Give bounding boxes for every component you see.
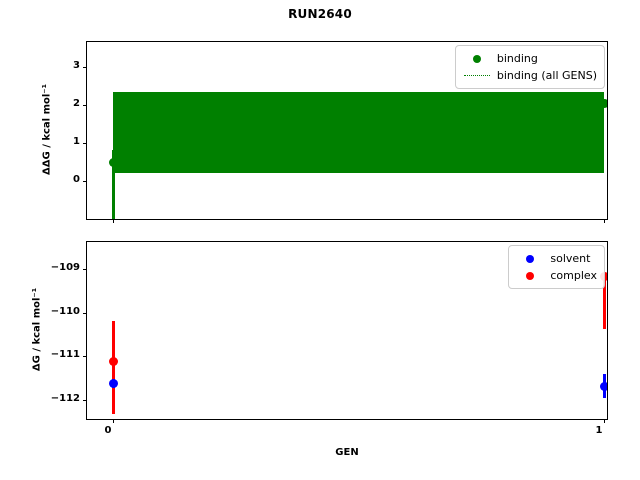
complex-errorbar-gen1: [602, 273, 606, 329]
solvent-point-gen1: [599, 381, 607, 391]
top-xtick-0: [113, 219, 114, 223]
binding-errorbar-gen0: [111, 150, 115, 219]
bottom-ytick-109: [83, 269, 87, 270]
bottom-xtick-0: [113, 419, 114, 423]
axes-top-panel: binding binding (all GENS): [83, 41, 608, 223]
bottom-panel-legend: solvent complex: [508, 245, 605, 289]
binding-all-gens-band: [113, 91, 604, 174]
bottom-xtick-1: [604, 419, 605, 423]
legend-solvent-label: solvent: [550, 252, 591, 265]
top-xtick-1: [604, 219, 605, 223]
top-ytick-2: [83, 105, 87, 106]
bottom-ytick-112: [83, 399, 87, 401]
bottom-ytick-111: [83, 356, 87, 357]
legend-item-binding-all-gens: binding (all GENS): [462, 67, 597, 84]
bottom-yticklabel-112: −112: [50, 392, 80, 404]
bottom-panel-ylabel: ΔG / kcal mol⁻¹: [31, 287, 43, 372]
complex-errorbar-gen0: [111, 321, 115, 414]
legend-binding-label: binding: [496, 52, 538, 65]
legend-item-solvent: solvent: [515, 250, 597, 267]
top-yticklabel-2: 2: [73, 98, 80, 109]
top-panel-legend: binding binding (all GENS): [454, 45, 605, 89]
top-ytick-3: [83, 67, 87, 68]
axes-bottom-panel: solvent complex: [83, 241, 608, 423]
legend-binding-all-gens-label: binding (all GENS): [496, 69, 597, 82]
legend-item-complex: complex: [515, 267, 597, 284]
legend-binding-all-gens-line-icon: [462, 75, 492, 76]
top-ytick-0: [83, 181, 87, 182]
top-yticklabel-1: 1: [73, 136, 80, 147]
binding-point-gen0: [108, 157, 118, 167]
top-yticklabel-3: 3: [73, 60, 80, 71]
xticklabel-1: 1: [595, 425, 603, 436]
binding-point-gen1: [599, 99, 607, 108]
legend-complex-label: complex: [550, 269, 597, 282]
legend-complex-dot-icon: [515, 271, 545, 280]
complex-point-gen0: [108, 357, 118, 366]
top-yticklabel-0: 0: [73, 174, 80, 185]
bottom-yticklabel-109: −109: [50, 262, 80, 273]
legend-item-binding: binding: [462, 50, 597, 67]
top-ytick-1: [83, 143, 87, 144]
top-panel-data-area: [87, 42, 607, 219]
figure-xlabel: GEN: [335, 447, 359, 458]
solvent-point-gen0: [108, 379, 118, 388]
top-panel-ylabel: ΔΔG / kcal mol⁻¹: [41, 84, 53, 175]
xticklabel-0: 0: [104, 425, 112, 436]
figure-title: RUN2640: [288, 7, 352, 21]
legend-binding-dot-icon: [462, 54, 492, 63]
bottom-yticklabel-110: −110: [50, 305, 80, 317]
bottom-yticklabel-111: −111: [50, 349, 80, 360]
bottom-ytick-110: [83, 312, 87, 314]
legend-solvent-dot-icon: [515, 254, 545, 263]
